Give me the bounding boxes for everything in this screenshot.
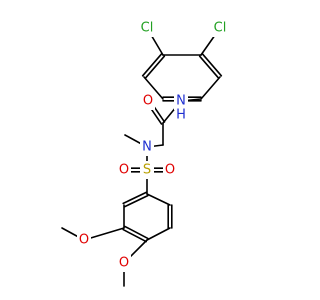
atom-label-s: S <box>143 163 151 178</box>
atom-label-h: H <box>176 108 186 123</box>
atom-o-s-right: O <box>163 161 177 179</box>
atom-o-methoxy-4: O <box>117 254 131 272</box>
atom-h-on-n: H <box>175 107 187 123</box>
atom-cl2: Cl <box>210 19 230 37</box>
atom-n-methyl: N <box>140 138 154 156</box>
atom-label-o-methoxy-3: O <box>79 233 89 248</box>
atom-label-o-methoxy-4: O <box>119 256 129 271</box>
atom-o-amide: O <box>141 92 155 110</box>
atom-label-cl1: Cl <box>141 21 154 36</box>
atom-label-n-methyl: N <box>142 140 152 155</box>
atom-o-s-left: O <box>117 161 131 179</box>
atom-label-o-amide: O <box>143 94 153 109</box>
atom-label-nh: N <box>176 94 186 109</box>
bond-b5-b6 <box>146 227 171 241</box>
bond-r1d-r1f <box>200 76 221 100</box>
molecule-structure: Cl Cl N H O N S O <box>61 19 230 287</box>
bond-r1b-r1d-a <box>198 55 220 79</box>
bond-r1a-r1c-a <box>141 53 163 77</box>
bond-b1-b3 <box>146 193 171 206</box>
atom-nh: N <box>174 92 188 110</box>
bond-b4-b6-b <box>124 225 149 240</box>
atom-label-layer: Cl Cl N H O N S O <box>77 19 230 272</box>
bond-b1-b2-b <box>123 194 149 208</box>
bond-b4-b6-a <box>122 228 147 243</box>
atom-o-methoxy-3: O <box>77 231 91 249</box>
atom-label-o-s-right: O <box>165 163 175 178</box>
bond-r1b-r1d-b <box>201 53 223 77</box>
bond-r1c-r1e <box>143 76 164 100</box>
atom-s: S <box>140 161 154 179</box>
atom-label-o-s-left: O <box>119 163 129 178</box>
bond-b1-b2-a <box>122 191 148 205</box>
atom-label-cl2: Cl <box>214 21 227 36</box>
atom-cl1: Cl <box>137 19 157 37</box>
bond-r1a-r1c-b <box>144 55 166 79</box>
